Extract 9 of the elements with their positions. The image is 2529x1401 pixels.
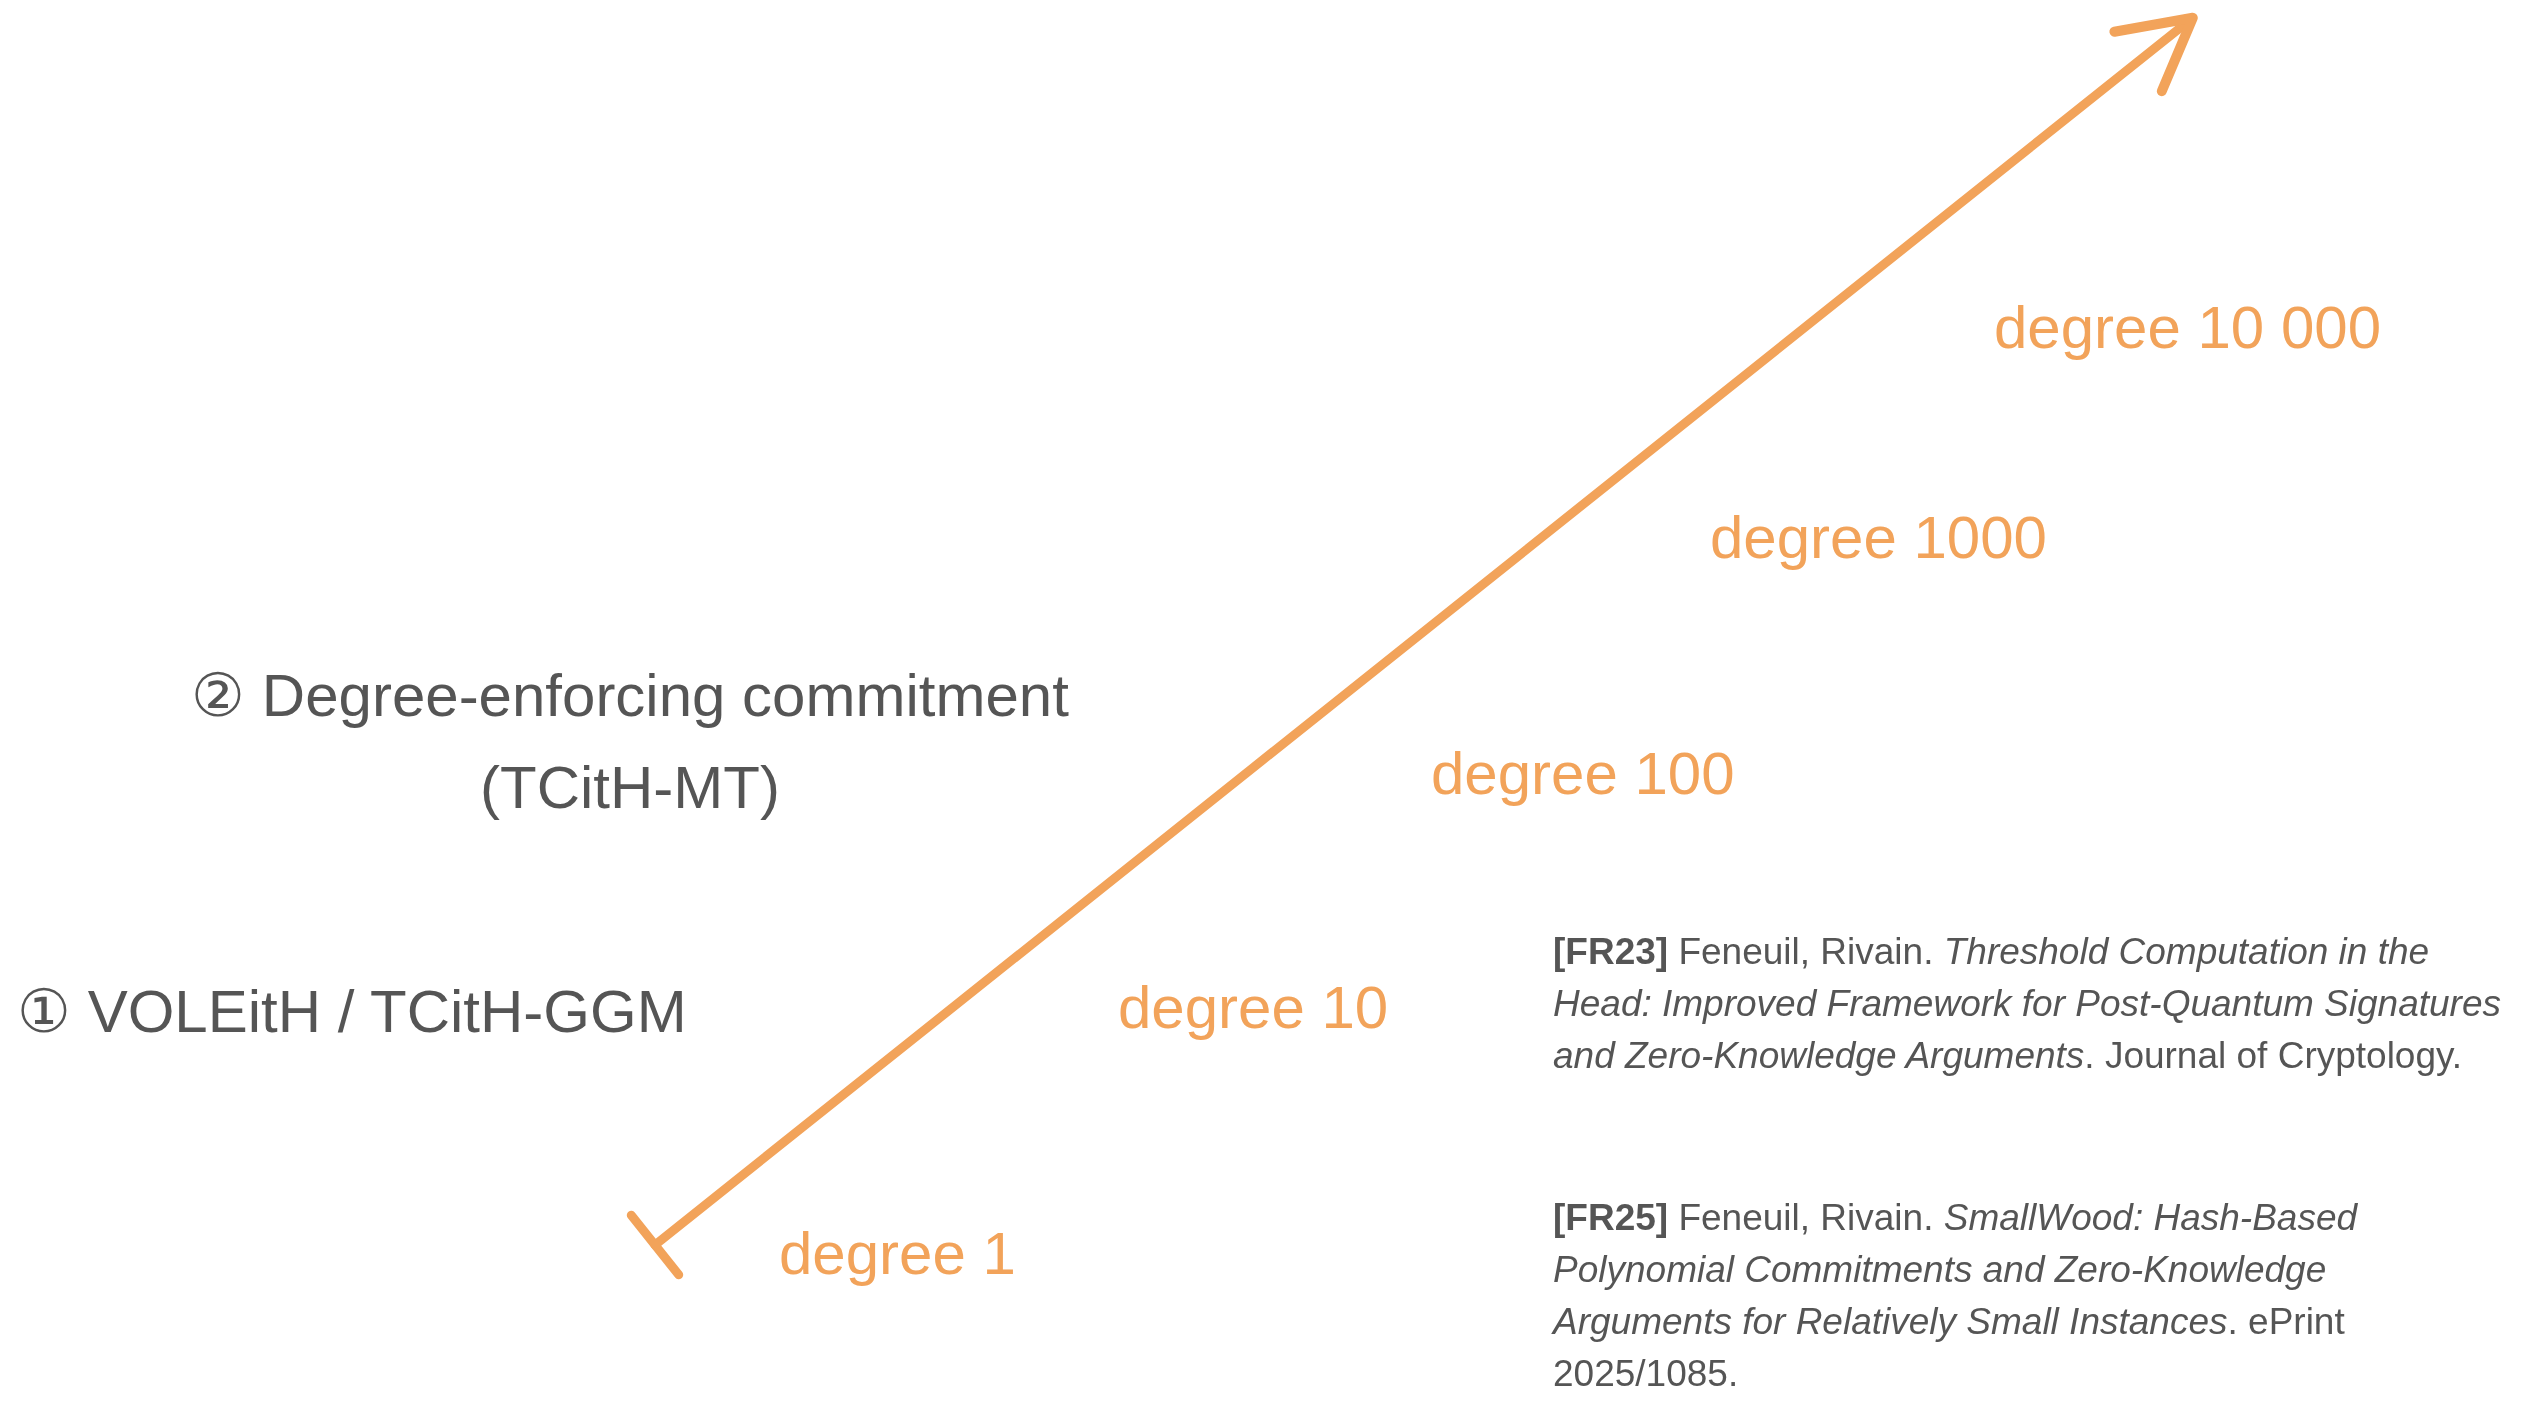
method-label: ① VOLEitH / TCitH-GGM [17,982,687,1042]
scale-label: degree 1000 [1710,508,2047,568]
scale-label: degree 10 [1118,978,1389,1038]
scale-label: degree 10 000 [1994,298,2381,358]
method-label: ② Degree-enforcing commitment (TCitH-MT) [190,661,1070,823]
reference-text: [FR25] Feneuil, Rivain. SmallWood: Hash-Based Polynomial Commitments and Zero-Knowledge Arguments for Relatively Small Instances. ePrint 2025/1085. [1553,1196,2359,1396]
reference-text: [FR23] Feneuil, Rivain. Threshold Computation in the Head: Improved Framework for Post-Quantum Signatures and Zero-Knowledge Arguments. Journal of Cryptology. [1553,930,2502,1078]
scale-label: degree 1 [779,1224,1016,1284]
scale-label: degree 100 [1431,744,1735,804]
